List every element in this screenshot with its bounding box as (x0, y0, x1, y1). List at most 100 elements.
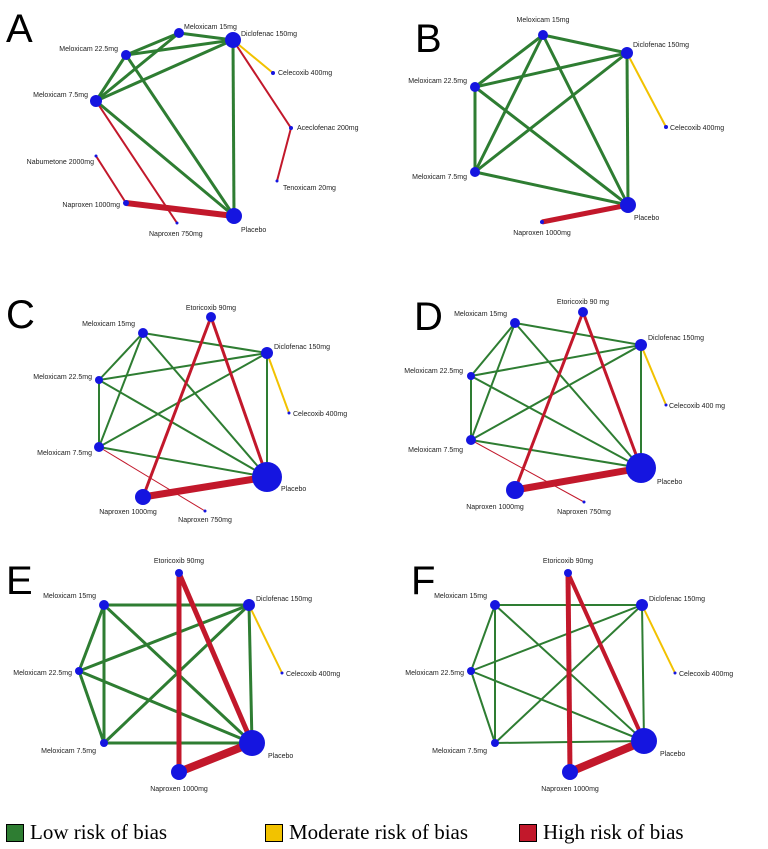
edge-mel15-mel225 (98, 332, 144, 381)
node-label-nap1000: Naproxen 1000mg (513, 230, 571, 237)
edge-mel15-pla (541, 34, 630, 206)
node-label-mel75: Meloxicam 7.5mg (37, 450, 92, 457)
edge-mel15-pla (514, 322, 642, 469)
legend-label-low: Low risk of bias (30, 820, 168, 844)
edge-mel225-pla (78, 669, 253, 745)
legend-swatch-moderate (265, 823, 283, 842)
edge-mel225-pla (124, 54, 236, 217)
edge-dic150-pla (625, 52, 630, 206)
edge-mel15-mel75 (470, 322, 516, 441)
panel-letter-c: C (6, 293, 35, 337)
node-label-dic150: Diclofenac 150mg (633, 42, 689, 49)
node-label-mel15: Meloxicam 15mg (517, 17, 570, 24)
node-mel75 (470, 167, 480, 177)
node-label-dic150: Diclofenac 150mg (274, 344, 330, 351)
node-label-mel75: Meloxicam 7.5mg (41, 748, 96, 755)
edge-mel75-nap750 (95, 100, 178, 224)
node-label-eto90: Etoricoxib 90 mg (557, 299, 609, 306)
edge-nap1000-pla (142, 473, 268, 501)
node-label-cel400: Celecoxib 400mg (278, 70, 332, 77)
legend-item-high: High risk of bias (519, 820, 684, 845)
node-label-mel225: Meloxicam 22.5mg (33, 374, 92, 381)
node-nap750 (175, 221, 179, 225)
edge-mel225-dic150 (470, 344, 642, 377)
node-dic150 (243, 599, 255, 611)
node-label-mel15: Meloxicam 15mg (454, 311, 507, 318)
node-cel400 (271, 71, 275, 75)
node-pla (252, 462, 282, 492)
node-label-ace200: Aceclofenac 200mg (297, 125, 359, 132)
legend: Low risk of bias Moderate risk of bias H… (0, 808, 768, 849)
edge-mel225-dic150 (98, 352, 268, 381)
edge-eto90-nap1000 (513, 311, 585, 491)
node-label-pla: Placebo (634, 215, 659, 222)
node-label-mel225: Meloxicam 22.5mg (13, 670, 72, 677)
edge-mel225-pla (474, 85, 629, 207)
node-mel15 (174, 28, 184, 38)
node-dic150 (225, 32, 241, 48)
node-label-cel400: Celecoxib 400mg (286, 671, 340, 678)
node-nap1000 (540, 220, 544, 224)
node-label-eto90: Etoricoxib 90mg (543, 558, 593, 565)
node-label-mel225: Meloxicam 22.5mg (59, 46, 118, 53)
node-mel225 (75, 667, 83, 675)
node-mel15 (99, 600, 109, 610)
edge-mel15-mel75 (95, 31, 180, 103)
node-label-mel15: Meloxicam 15mg (434, 593, 487, 600)
node-cel400 (280, 671, 284, 675)
node-mel225 (121, 50, 131, 60)
node-label-pla: Placebo (281, 486, 306, 493)
edge-mel225-dic150 (78, 603, 250, 673)
edge-mel225-dic150 (125, 38, 234, 57)
legend-swatch-low (6, 823, 24, 842)
node-cel400 (664, 125, 668, 129)
edge-dic150-mel75 (98, 352, 268, 448)
edge-eto90-pla (209, 316, 269, 478)
panel-letter-a: A (6, 7, 33, 51)
edge-nab2000-nap1000 (95, 155, 127, 204)
legend-item-low: Low risk of bias (6, 820, 167, 845)
edge-mel225-mel75 (470, 670, 496, 744)
node-mel15 (490, 600, 500, 610)
edge-mel225-mel75 (77, 670, 106, 744)
node-eto90 (578, 307, 588, 317)
node-mel225 (95, 376, 103, 384)
node-label-mel225: Meloxicam 22.5mg (408, 78, 467, 85)
edge-mel15-mel225 (77, 604, 106, 672)
edge-mel225-pla (470, 670, 645, 742)
panel-letter-e: E (6, 559, 33, 603)
node-label-nap750: Naproxen 750mg (149, 231, 203, 238)
node-mel225 (470, 82, 480, 92)
node-label-ten20: Tenoxicam 20mg (283, 185, 336, 192)
edge-mel15-dic150 (514, 322, 642, 346)
node-pla (631, 728, 657, 754)
edge-dic150-cel400 (266, 352, 290, 414)
edge-mel15-mel225 (470, 322, 516, 377)
node-pla (226, 208, 242, 224)
edge-dic150-mel75 (470, 344, 642, 441)
edge-mel225-dic150 (470, 604, 643, 672)
edge-dic150-ace200 (232, 39, 292, 129)
legend-label-moderate: Moderate risk of bias (289, 820, 469, 844)
node-label-cel400: Celecoxib 400mg (670, 125, 724, 132)
node-label-dic150: Diclofenac 150mg (241, 31, 297, 38)
edge-nap1000-pla (541, 202, 629, 225)
node-label-nap1000: Naproxen 1000mg (466, 504, 524, 511)
node-label-nap1000: Naproxen 1000mg (99, 509, 157, 516)
node-label-mel75: Meloxicam 7.5mg (33, 92, 88, 99)
node-label-dic150: Diclofenac 150mg (256, 596, 312, 603)
edge-mel225-pla (470, 375, 642, 469)
edge-dic150-cel400 (640, 344, 667, 406)
node-label-eto90: Etoricoxib 90mg (154, 558, 204, 565)
edge-dic150-cel400 (626, 52, 667, 128)
edge-mel15-mel225 (470, 604, 496, 672)
node-label-mel75: Meloxicam 7.5mg (408, 447, 463, 454)
node-mel15 (138, 328, 148, 338)
edge-mel15-mel225 (474, 33, 544, 89)
node-dic150 (621, 47, 633, 59)
node-mel225 (467, 372, 475, 380)
node-eto90 (206, 312, 216, 322)
